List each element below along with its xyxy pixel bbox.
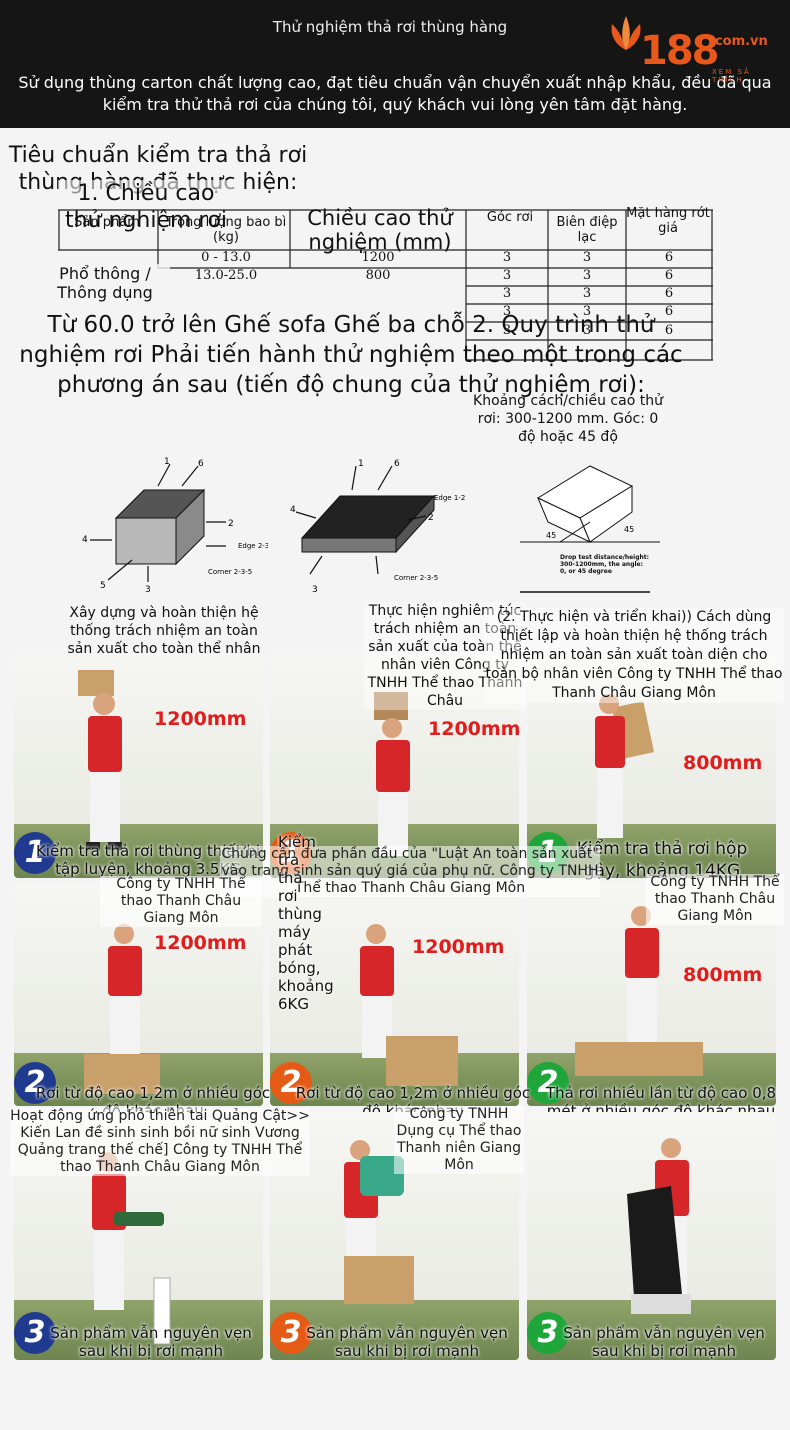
box-diagram-left: 1 6 2 4 5 3 Edge 2-3 Corner 2-3-5: [82, 457, 268, 595]
diagram-label: 3: [145, 585, 151, 595]
angle-cell: 3: [502, 304, 512, 319]
step3-caption: Sản phẩm vẫn nguyên vẹn sau khi bị rơi m…: [563, 1324, 765, 1360]
edge-cell: 3: [582, 304, 592, 319]
drop-height-subheading: 1. Chiều cao thử nghiệm rơi: [58, 180, 234, 234]
header-title: Thử nghiệm thả rơi thùng hàng: [272, 18, 508, 36]
angle-cell: 3: [502, 268, 512, 283]
col-header-weight: Trọng lượng bao bì (kg): [165, 215, 287, 245]
step-badge: 3: [527, 1312, 569, 1354]
step-badge: 2: [14, 1062, 56, 1104]
drop-distance-label: 1200mm: [428, 718, 519, 740]
step3-caption: Sản phẩm vẫn nguyên vẹn sau khi bị rơi m…: [306, 1324, 508, 1360]
tester-person: [575, 906, 703, 1076]
step3-caption: Sản phẩm vẫn nguyên vẹn sau khi bị rơi m…: [50, 1324, 252, 1360]
edge-cell: 3: [582, 268, 592, 283]
logo-domain: .com.vn: [710, 34, 768, 49]
face-cell: 6: [664, 268, 674, 283]
diagram-label: 2: [228, 519, 234, 529]
angle-cell: 3: [502, 286, 512, 301]
drop-distance-label: 1200mm: [154, 708, 247, 730]
tester-person: [344, 1140, 414, 1304]
col-header-angle: Góc rơi: [486, 210, 534, 225]
step-badge: 1: [14, 832, 56, 874]
overlay-company-1: Công ty TNHH Thể thao Thanh Châu Giang M…: [100, 876, 262, 927]
edge-label: Edge 2-3: [238, 542, 268, 550]
step-badge: 2: [527, 1062, 569, 1104]
edge-cell: 3: [582, 323, 592, 338]
photo-drop-test-equipment: 1200mm 1: [14, 654, 263, 878]
tester-person: [595, 694, 655, 838]
step1-caption: Kiểm tra thả rơi thùng thiết bị tập luyệ…: [35, 842, 261, 878]
angle-cell: 3: [502, 323, 512, 338]
logo-number: 188: [640, 28, 719, 74]
face-cell: 6: [664, 304, 674, 319]
diagram-label: 4: [82, 535, 88, 545]
col-header-height: Chiều cao thử nghiệm (mm): [307, 206, 453, 254]
overlay-company-5: Công ty TNHH Dụng cụ Thể thao Thanh niên…: [394, 1106, 524, 1174]
caption-responsibility-3: (2. Thực hiện và triển khai)) Cách dùng …: [484, 608, 784, 703]
drop-distance-label: 800mm: [683, 964, 763, 986]
edge-cell: 3: [582, 286, 592, 301]
standards-table-grid: [58, 209, 713, 361]
height-value-2: 800: [365, 268, 391, 283]
drop-test-note: Drop test distance/height: 300-1200mm, t…: [560, 554, 650, 575]
overlay-company-3: Công ty TNHH Thể thao Thanh Châu Giang M…: [646, 874, 784, 925]
photo-multi-angle-2: 1200mm 2: [270, 884, 519, 1106]
face-cell: 6: [664, 323, 674, 338]
diagram-label: 3: [312, 585, 318, 595]
diagram-label: 6: [198, 459, 204, 469]
row-label-common: Phổ thông / Thông dụng: [40, 264, 170, 302]
drop-distance-label: 1200mm: [412, 936, 505, 958]
photo-intact-3: 3: [527, 1112, 776, 1360]
col-header-edge: Biên điệp lạc: [556, 215, 618, 245]
angle-label: 45: [624, 525, 634, 534]
col-header-face: Mặt hàng rớt giá: [626, 206, 710, 236]
diagram-label: 5: [100, 581, 106, 591]
step-badge: 2: [270, 1062, 312, 1104]
edge-label: Edge 1-2: [434, 494, 465, 502]
tester-person: [84, 924, 160, 1094]
diagram-label: 4: [290, 505, 296, 515]
tester-person: [360, 924, 458, 1086]
diagram-label: 1: [164, 457, 170, 467]
box-diagram-middle: 1 6 4 2 3 Edge 1-2 Corner 2-3-5: [290, 459, 465, 595]
tester-person: [78, 670, 122, 850]
tester-person: [627, 1138, 691, 1314]
angle-drop-diagram: 45 45 Drop test distance/height: 300-120…: [520, 465, 660, 593]
step-badge: 3: [270, 1312, 312, 1354]
tester-person: [92, 1152, 171, 1345]
drop-distance-note: Khoảng cách/chiều cao thử rơi: 300-1200 …: [473, 393, 663, 445]
corner-label: Corner 2-3-5: [208, 568, 252, 576]
header-bar: Thử nghiệm thả rơi thùng hàng Sử dụng th…: [0, 0, 790, 128]
tester-person: [374, 692, 410, 856]
edge-cell: 3: [582, 250, 592, 265]
overlay-safety-law: Chúng cần đưa phần đầu của "Luật An toàn…: [220, 846, 600, 897]
face-cell: 6: [664, 250, 674, 265]
height-value-1: 1200: [361, 250, 395, 265]
drop-distance-label: 800mm: [683, 752, 763, 774]
corner-label: Corner 2-3-5: [394, 574, 438, 582]
weight-range-1: 0 - 13.0: [201, 250, 251, 265]
lotus-icon: [611, 16, 641, 50]
logo-subtext: XEM SẢ THÍCH: [712, 68, 751, 84]
procedure-text: Từ 60.0 trở lên Ghế sofa Ghế ba chỗ 2. Q…: [19, 312, 683, 398]
drop-distance-label: 1200mm: [154, 932, 247, 954]
overlay-company-4: Hoạt động ứng phó thiên tai Quảng Cật>> …: [10, 1108, 310, 1176]
face-cell: 6: [664, 286, 674, 301]
step1-caption: Kiểm tra thả rơi thùng máy phát bóng, kh…: [278, 833, 334, 1013]
header-description: Sử dụng thùng carton chất lượng cao, đạt…: [18, 73, 772, 114]
col-header-product: Sản phẩm: [74, 215, 140, 230]
weight-range-2: 13.0-25.0: [194, 268, 258, 283]
diagram-label: 6: [394, 459, 400, 469]
brand-logo[interactable]: 188 .com.vn XEM SẢ THÍCH: [606, 16, 786, 84]
diagram-label: 1: [358, 459, 364, 469]
angle-label: 45: [546, 531, 556, 540]
diagram-label: 2: [428, 513, 434, 523]
angle-cell: 3: [502, 250, 512, 265]
caption-responsibility-2: Thực hiện nghiêm túc trách nhiệm an toàn…: [364, 602, 526, 710]
step-badge: 3: [14, 1312, 56, 1354]
